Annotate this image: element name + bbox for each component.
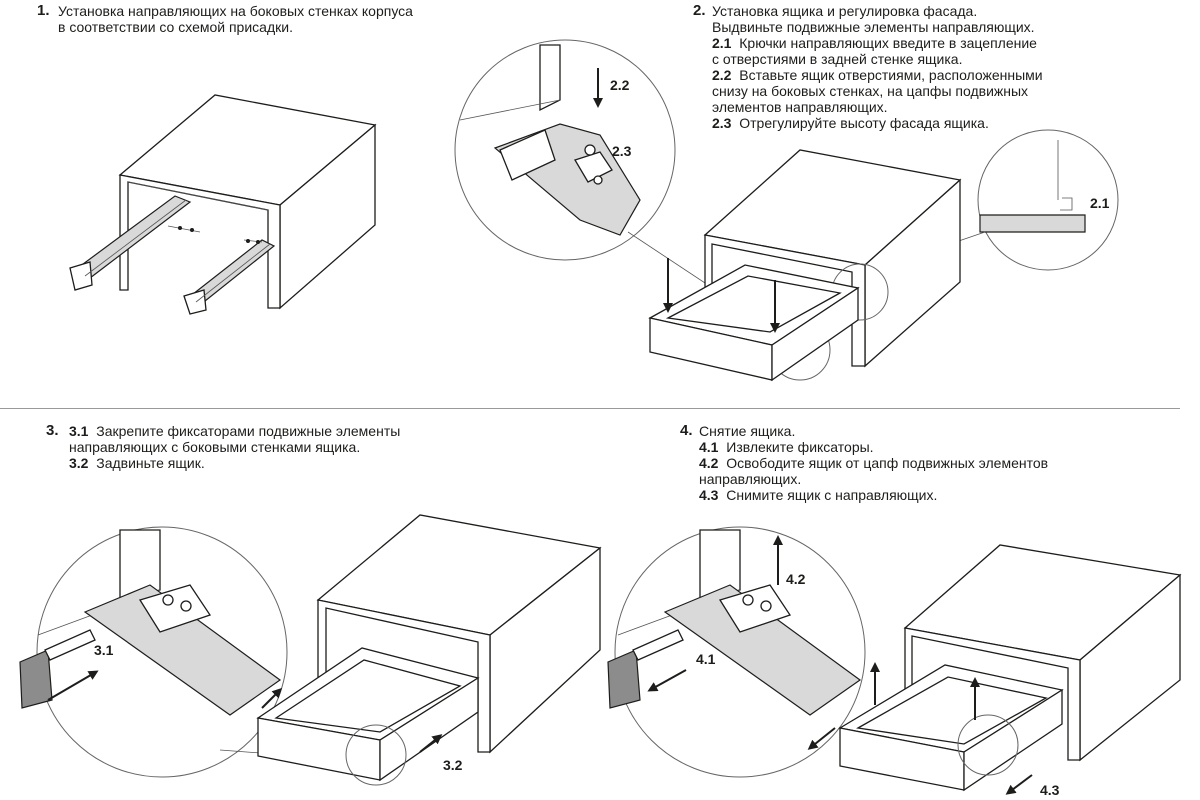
step1-rail-left <box>69 195 192 291</box>
step2-number: 2. <box>693 2 706 19</box>
step4-sub3-number: 4.3 <box>699 487 719 503</box>
step3-sub1-line-1: Закрепите фиксаторами подвижные элементы <box>96 423 401 439</box>
callout-2-1: 2.1 <box>1090 195 1110 211</box>
step4-sub2-line-2: направляющих. <box>699 471 802 487</box>
step3-sub1-number: 3.1 <box>69 423 89 439</box>
step2-sub2-line-1: Вставьте ящик отверстиями, расположенным… <box>739 67 1043 83</box>
callout-3-1: 3.1 <box>94 642 114 658</box>
step1-rail-right <box>183 239 276 315</box>
step2-sub3-line: Отрегулируйте высоту фасада ящика. <box>739 115 989 131</box>
step3-sub2-number: 3.2 <box>69 455 89 471</box>
callout-4-1: 4.1 <box>696 651 716 667</box>
callout-3-2: 3.2 <box>443 757 463 773</box>
step1-number: 1. <box>37 2 50 19</box>
step1-line-2: в соответствии со схемой присадки. <box>58 19 293 35</box>
step2-sub1-line-1: Крючки направляющих введите в зацепление <box>739 35 1037 51</box>
section-divider <box>0 408 1180 409</box>
step2-sub2-line-2: снизу на боковых стенках, на цапфы подви… <box>712 83 1029 99</box>
step3-sub1-line-2: направляющих с боковыми стенками ящика. <box>69 439 361 455</box>
step2-cabinet <box>703 149 962 381</box>
step4-detail-circle: 4.1 4.2 <box>607 526 866 778</box>
step2-sub1-number: 2.1 <box>712 35 732 51</box>
callout-4-2: 4.2 <box>786 571 806 587</box>
step3-cabinet <box>316 514 602 754</box>
step4-drawer: 4.3 <box>807 662 1064 798</box>
step4-sub2-number: 4.2 <box>699 455 719 471</box>
step3-text: 3. 3.1 Закрепите фиксаторами подвижные э… <box>46 422 401 472</box>
step4-number: 4. <box>680 422 693 439</box>
step2-title-1: Установка ящика и регулировка фасада. <box>712 3 978 19</box>
step4-sub2-line-1: Освободите ящик от цапф подвижных элемен… <box>726 455 1049 471</box>
step2-detail-circle: 2.2 2.3 <box>454 39 676 261</box>
step1-text: 1. Установка направляющих на боковых сте… <box>37 2 413 36</box>
step4-title: Снятие ящика. <box>699 423 796 439</box>
step1-screws <box>167 225 263 244</box>
step2-sub2-number: 2.2 <box>712 67 732 83</box>
step2-sub2-line-3: элементов направляющих. <box>712 99 888 115</box>
step4-sub1-number: 4.1 <box>699 439 719 455</box>
step1-line-1: Установка направляющих на боковых стенка… <box>58 3 413 19</box>
step2-drawer <box>648 258 860 382</box>
step4-cabinet <box>903 544 1182 762</box>
step3-detail-circle: 3.1 <box>19 526 356 778</box>
step2-sub1-line-2: с отверстиями в задней стенке ящика. <box>712 51 963 67</box>
callout-2-2: 2.2 <box>610 77 630 93</box>
step2-sub3-number: 2.3 <box>712 115 732 131</box>
step2-title-2: Выдвиньте подвижные элементы направляющи… <box>712 19 1035 35</box>
step3-number: 3. <box>46 422 59 439</box>
step3-drawer: 3.2 <box>256 647 480 786</box>
step4-text: 4. Снятие ящика. 4.1 Извлеките фиксаторы… <box>680 422 1049 504</box>
step2-text: 2. Установка ящика и регулировка фасада.… <box>693 2 1043 132</box>
step4-sub3-line: Снимите ящик с направляющих. <box>726 487 938 503</box>
step4-sub1-line: Извлеките фиксаторы. <box>726 439 874 455</box>
callout-2-3: 2.3 <box>612 143 632 159</box>
step3-sub2-line: Задвиньте ящик. <box>96 455 205 471</box>
callout-4-3: 4.3 <box>1040 782 1060 798</box>
step1-cabinet <box>118 94 377 310</box>
